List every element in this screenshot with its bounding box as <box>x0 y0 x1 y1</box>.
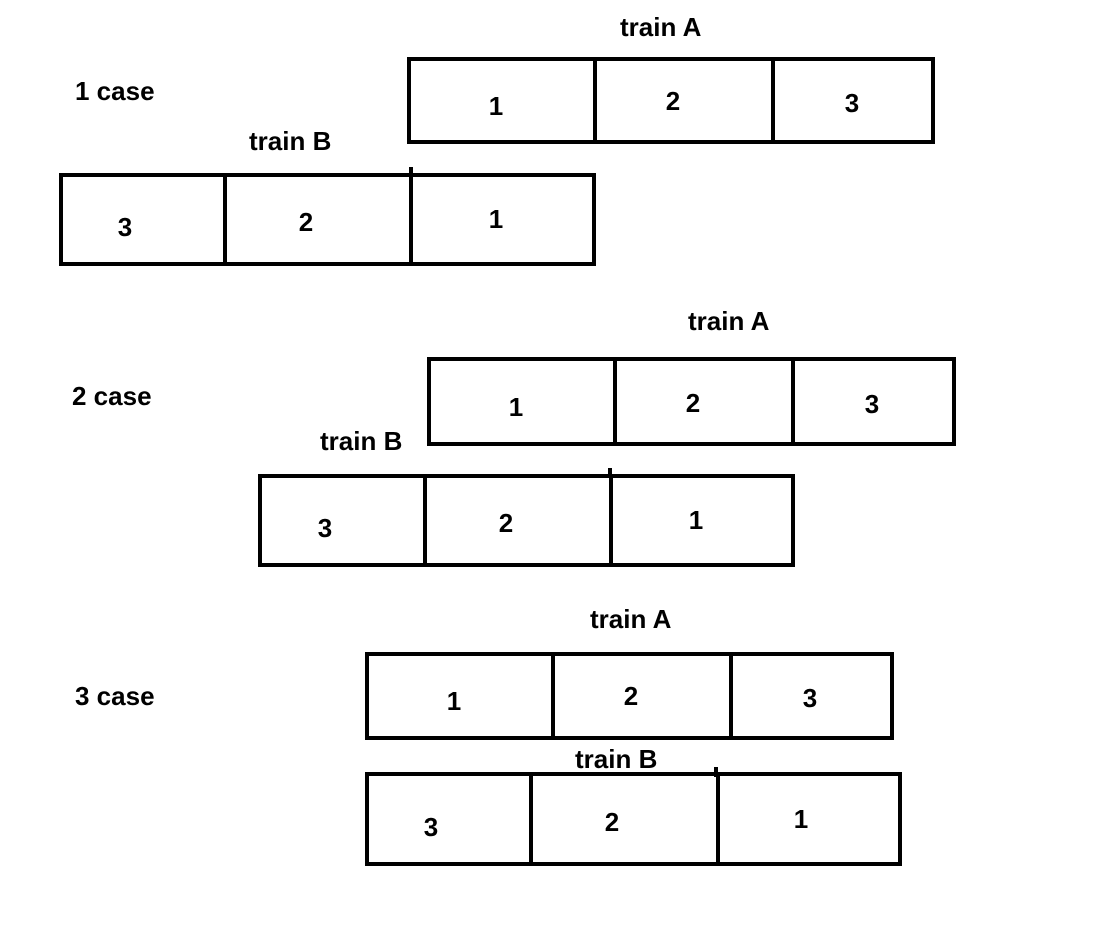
train-a-car <box>613 357 795 446</box>
train-a-car <box>729 652 894 740</box>
car-number: 1 <box>688 505 704 535</box>
train-a-car <box>551 652 733 740</box>
car-number: 3 <box>844 88 860 118</box>
car-number: 2 <box>298 207 314 237</box>
car-number: 2 <box>623 681 639 711</box>
car-number: 2 <box>604 807 620 837</box>
car-number: 1 <box>793 804 809 834</box>
car-number: 3 <box>117 212 133 242</box>
car-number: 1 <box>446 686 462 716</box>
car-number: 2 <box>498 508 514 538</box>
train-b-car <box>529 772 720 866</box>
train-a-label-case-2: train A <box>688 306 770 336</box>
train-b-label-case-1: train B <box>249 126 332 156</box>
car-number: 1 <box>508 392 524 422</box>
car-number: 3 <box>423 812 439 842</box>
coupling-tick <box>409 167 413 177</box>
coupling-tick <box>608 468 612 478</box>
train-b-car <box>609 474 795 567</box>
train-b-car <box>716 772 902 866</box>
car-number: 2 <box>665 86 681 116</box>
case-label-1: 1 case <box>75 76 155 106</box>
coupling-tick <box>714 767 718 777</box>
train-b-car <box>409 173 596 266</box>
train-a-car <box>407 57 597 144</box>
train-b-car <box>365 772 533 866</box>
car-number: 3 <box>317 513 333 543</box>
case-label-2: 2 case <box>72 381 152 411</box>
train-b-label-case-2: train B <box>320 426 403 456</box>
train-a-label-case-1: train A <box>620 12 702 42</box>
car-number: 1 <box>488 91 504 121</box>
train-b-car <box>223 173 413 266</box>
train-b-car <box>258 474 427 567</box>
car-number: 2 <box>685 388 701 418</box>
case-label-3: 3 case <box>75 681 155 711</box>
train-a-car <box>427 357 617 446</box>
train-a-car <box>791 357 956 446</box>
train-b-car <box>423 474 613 567</box>
train-a-label-case-3: train A <box>590 604 672 634</box>
car-number: 3 <box>864 389 880 419</box>
car-number: 3 <box>802 683 818 713</box>
train-a-car <box>365 652 555 740</box>
car-number: 1 <box>488 204 504 234</box>
train-a-car <box>771 57 935 144</box>
train-b-label-case-3: train B <box>575 744 658 774</box>
train-a-car <box>593 57 775 144</box>
